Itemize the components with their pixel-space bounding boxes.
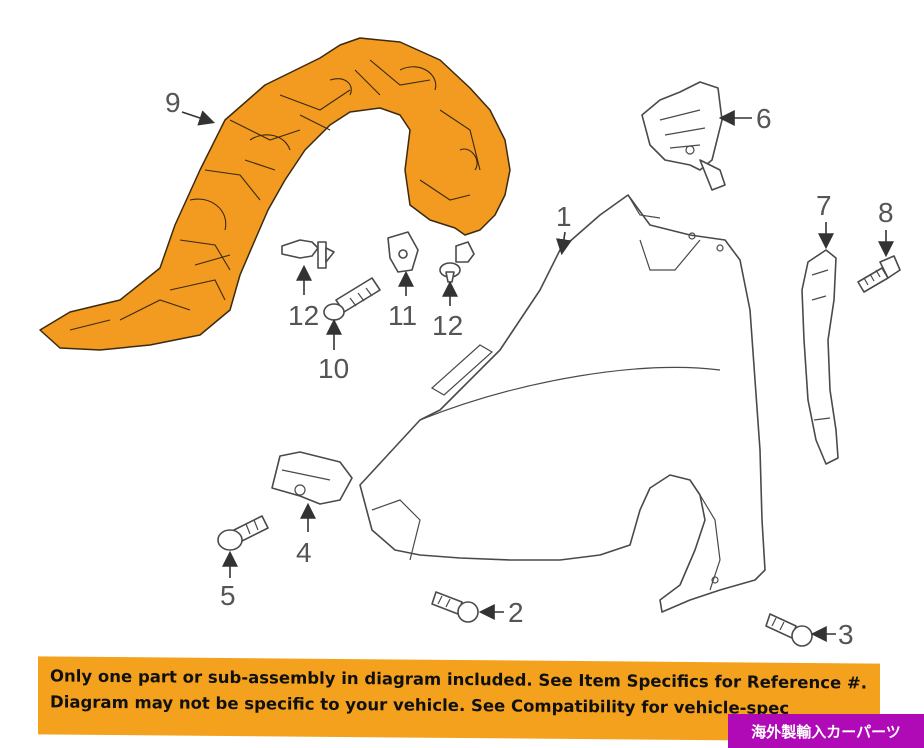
callout-5: 5 [220, 580, 236, 611]
callout-12-right: 12 [432, 310, 463, 341]
callout-11: 11 [388, 300, 417, 331]
callout-3: 3 [838, 619, 854, 650]
store-badge: 海外製輸入カーパーツ [728, 714, 924, 748]
notice-line-2: Diagram may not be specific to your vehi… [50, 692, 790, 718]
fender-liner-part [39, 37, 511, 351]
bracket-part-7 [801, 249, 839, 465]
retainer-part-11 [387, 231, 419, 273]
bracket-part-6 [641, 81, 726, 191]
bracket-part-4 [271, 451, 353, 505]
screw-part-8 [857, 255, 901, 293]
bolt-part-10 [323, 277, 381, 321]
bolt-part-2 [431, 591, 479, 623]
notice-line-1: Only one part or sub-assembly in diagram… [50, 666, 868, 693]
clip-part-12-right [439, 241, 475, 283]
callout-8: 8 [878, 197, 894, 228]
clip-part-12-left [281, 239, 335, 269]
callout-10: 10 [318, 353, 349, 384]
callout-4: 4 [296, 537, 312, 568]
callout-6: 6 [756, 103, 772, 134]
fender-part [359, 194, 766, 613]
callout-2: 2 [508, 597, 524, 628]
callout-7: 7 [816, 190, 832, 221]
bolt-part-5 [217, 515, 269, 551]
bolt-part-3 [765, 613, 813, 647]
callout-1: 1 [556, 201, 572, 232]
parts-diagram: 9 12 10 11 12 1 [39, 37, 901, 650]
callout-12-left: 12 [288, 300, 319, 331]
callout-9: 9 [165, 87, 181, 118]
